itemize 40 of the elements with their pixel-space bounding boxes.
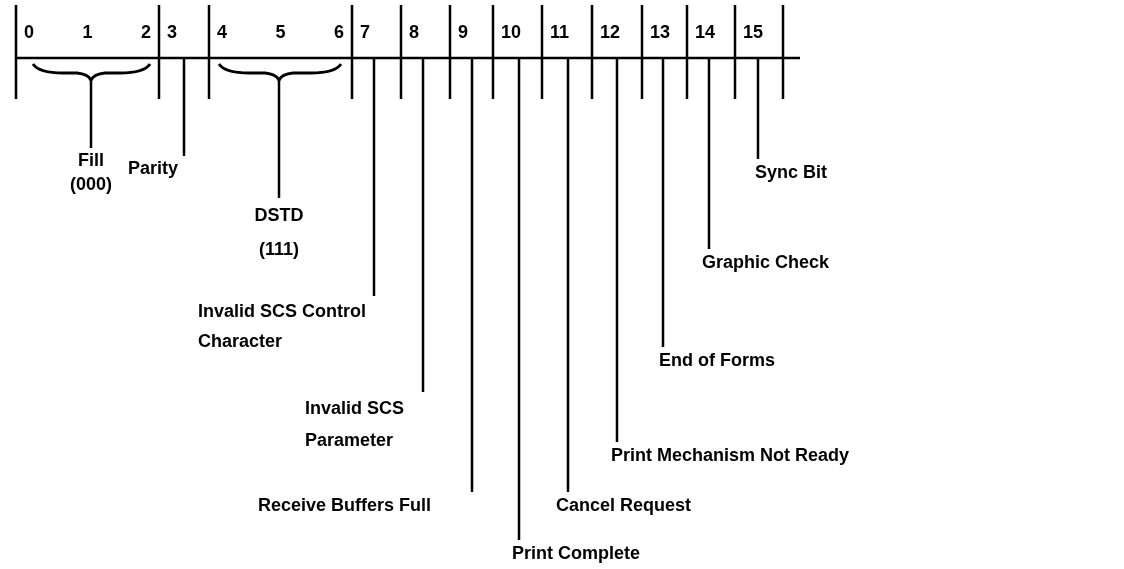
leader-line (421, 58, 425, 392)
leader-line (277, 80, 281, 198)
field-label: Invalid SCS Control Character (198, 296, 388, 356)
field-label: Fill (000) (56, 148, 126, 196)
bit-number: 10 (501, 21, 522, 43)
leader-line (89, 80, 93, 148)
bit-number: 7 (360, 21, 370, 43)
leader-line (517, 58, 521, 540)
bit-number: 13 (650, 21, 671, 43)
field-label: Invalid SCS Parameter (305, 392, 435, 456)
leader-line (615, 58, 619, 442)
field-label: Print Mechanism Not Ready (611, 442, 850, 468)
field-label: Receive Buffers Full (258, 492, 432, 518)
bit-number: 1 (82, 21, 93, 43)
bit-number: 5 (275, 21, 286, 43)
bit-number: 3 (167, 21, 177, 43)
field-label: Cancel Request (556, 492, 692, 518)
bit-number: 14 (695, 21, 716, 43)
bit-number: 0 (24, 21, 34, 43)
field-label: Graphic Check (702, 249, 830, 275)
leader-line (566, 58, 570, 492)
bit-number: 8 (409, 21, 419, 43)
leader-line (372, 58, 376, 296)
field-label: End of Forms (659, 347, 775, 373)
bit-number: 15 (743, 21, 764, 43)
bit-number: 11 (550, 21, 570, 43)
field-label: Parity (128, 156, 179, 180)
field-label: Sync Bit (755, 159, 828, 185)
bit-number: 2 (140, 21, 151, 43)
leader-line (661, 58, 665, 347)
field-label: DSTD (111) (242, 198, 316, 266)
bit-number: 6 (333, 21, 344, 43)
leader-line (470, 58, 474, 492)
leader-line (182, 58, 186, 156)
field-label: Print Complete (512, 540, 640, 566)
bit-number: 12 (600, 21, 621, 43)
bit-number: 9 (458, 21, 468, 43)
leader-line (756, 58, 760, 159)
leader-line (707, 58, 711, 249)
bit-number: 4 (217, 21, 227, 43)
